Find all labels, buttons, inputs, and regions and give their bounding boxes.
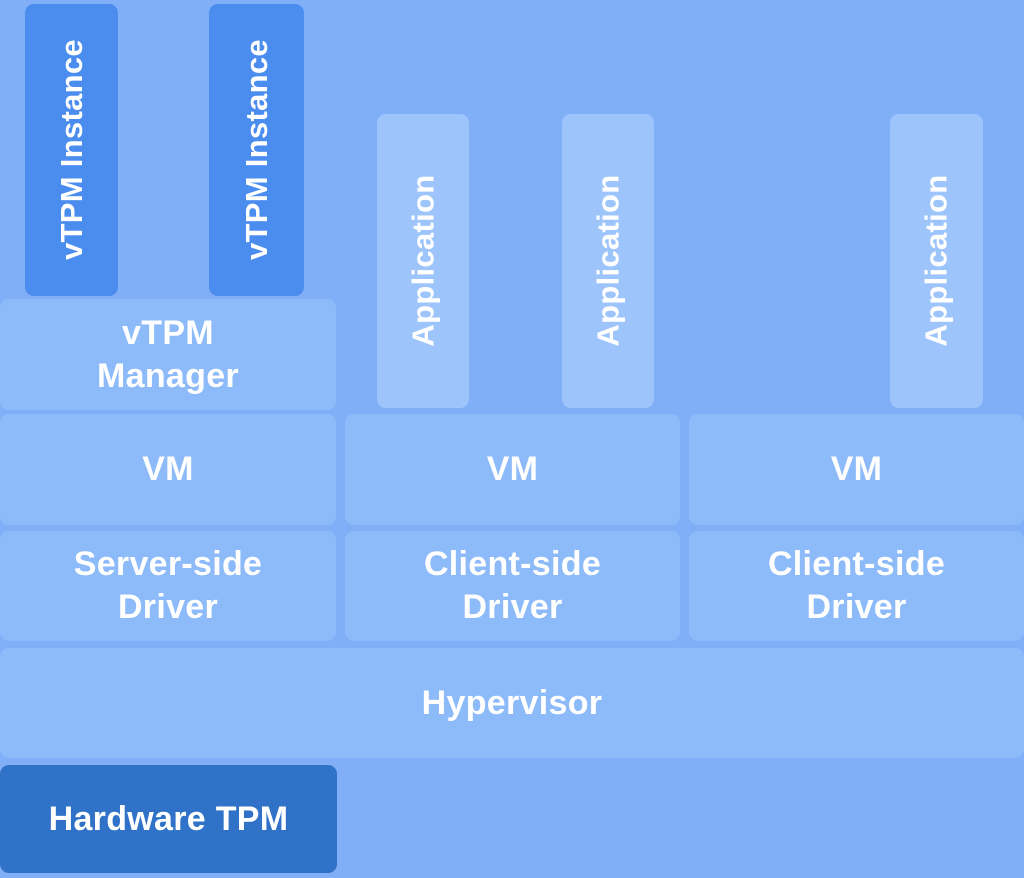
hypervisor-label: Hypervisor (421, 683, 603, 722)
driver-label-line2: Driver (117, 588, 219, 626)
vtpm-manager-label-line2: Manager (97, 356, 239, 395)
server-side-driver-box: Server-side Driver (0, 531, 336, 641)
hypervisor-box: Hypervisor (0, 648, 1024, 758)
application-label: Application (405, 174, 441, 348)
vtpm-instance-label: vTPM Instance (238, 39, 274, 261)
vtpm-instance-label: vTPM Instance (53, 39, 89, 261)
client-side-driver-box-1: Client-side Driver (345, 531, 680, 641)
vtpm-manager-box: vTPM Manager (0, 299, 336, 410)
application-label: Application (918, 174, 954, 348)
client-side-driver-box-2: Client-side Driver (689, 531, 1024, 641)
vm-label: VM (830, 450, 883, 489)
driver-label-line2: Driver (806, 588, 907, 626)
hardware-tpm-label: Hardware TPM (48, 799, 289, 838)
vtpm-manager-label-line1: vTPM (122, 313, 214, 352)
hardware-tpm-box: Hardware TPM (0, 765, 337, 873)
vm-box-3: VM (689, 414, 1024, 525)
vm-label: VM (486, 450, 539, 489)
driver-label-line1: Client-side (423, 545, 602, 584)
vm-box-2: VM (345, 414, 680, 525)
vtpm-instance-box-1: vTPM Instance (25, 4, 118, 296)
application-box-1: Application (377, 114, 469, 408)
driver-label-line1: Client-side (767, 545, 946, 584)
application-box-2: Application (562, 114, 654, 408)
application-box-3: Application (890, 114, 983, 408)
vtpm-instance-box-2: vTPM Instance (209, 4, 304, 296)
vm-box-1: VM (0, 414, 336, 525)
driver-label-line1: Server-side (73, 545, 263, 584)
vm-label: VM (142, 450, 194, 489)
driver-label-line2: Driver (462, 588, 563, 626)
application-label: Application (590, 174, 626, 348)
